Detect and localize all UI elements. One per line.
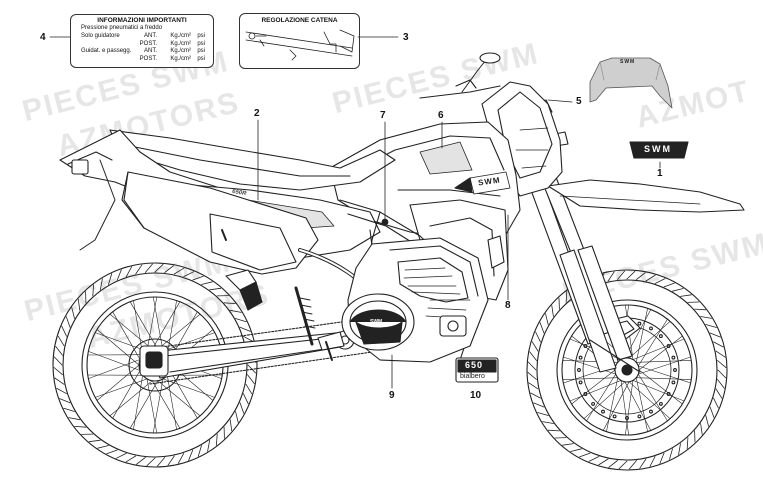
swm-badge-text: SWM: [644, 144, 672, 154]
front-wheel: [526, 269, 728, 471]
callout-5: 5: [576, 96, 582, 107]
callout-4: 4: [40, 32, 46, 43]
leader-lines: [49, 36, 661, 389]
unit-kg: Kg./cm²: [170, 33, 191, 39]
swm-screen-text: SWM: [620, 59, 636, 65]
chain-adjust-illustration: [245, 29, 355, 61]
unit-psi: psi: [197, 48, 205, 54]
unit-kg: Kg./cm²: [170, 40, 191, 47]
unit-kg: Kg./cm²: [170, 48, 191, 54]
chain-card-title: REGOLAZIONE CATENA: [261, 17, 338, 24]
decal-650-bialbero: [455, 357, 499, 383]
callout-3: 3: [403, 32, 409, 43]
decal-650-number: 650: [465, 360, 484, 370]
front-label: ANT.: [143, 33, 157, 39]
unit-psi: psi: [197, 55, 205, 62]
rider-passenger-label: Guidat. e passegg.: [81, 48, 132, 54]
seat: [109, 129, 396, 191]
tyre-card-subtitle: Pressione pneumatici a freddo: [81, 24, 163, 31]
front-label: ANT.: [143, 48, 157, 54]
engine: [225, 237, 489, 363]
rear-label: POST.: [139, 55, 157, 62]
rider-label: Solo guidatore: [81, 33, 120, 39]
windscreen-decal: [589, 57, 673, 109]
swm-badge-decal: [629, 141, 689, 159]
unit-kg: Kg./cm²: [170, 55, 191, 62]
fuel-tank: [329, 121, 521, 301]
callout-2: 2: [254, 108, 260, 119]
callout-9: 9: [389, 390, 395, 401]
tyre-pressure-card: INFORMAZIONI IMPORTANTI Pressione pneuma…: [70, 14, 214, 68]
tyre-card-title: INFORMAZIONI IMPORTANTI: [97, 17, 187, 24]
unit-psi: psi: [197, 40, 205, 47]
callout-7: 7: [380, 110, 386, 121]
callout-8: 8: [505, 300, 511, 311]
front-fender: [547, 179, 745, 213]
callout-6: 6: [438, 110, 444, 121]
callout-1: 1: [657, 168, 663, 179]
unit-psi: psi: [197, 33, 205, 39]
callout-10: 10: [470, 390, 482, 401]
clutch-cover-text: SWM: [370, 319, 383, 325]
rear-label: POST.: [139, 40, 157, 47]
chain-adjust-card: REGOLAZIONE CATENA: [239, 13, 360, 69]
decal-650-sub: bialbero: [460, 373, 485, 380]
